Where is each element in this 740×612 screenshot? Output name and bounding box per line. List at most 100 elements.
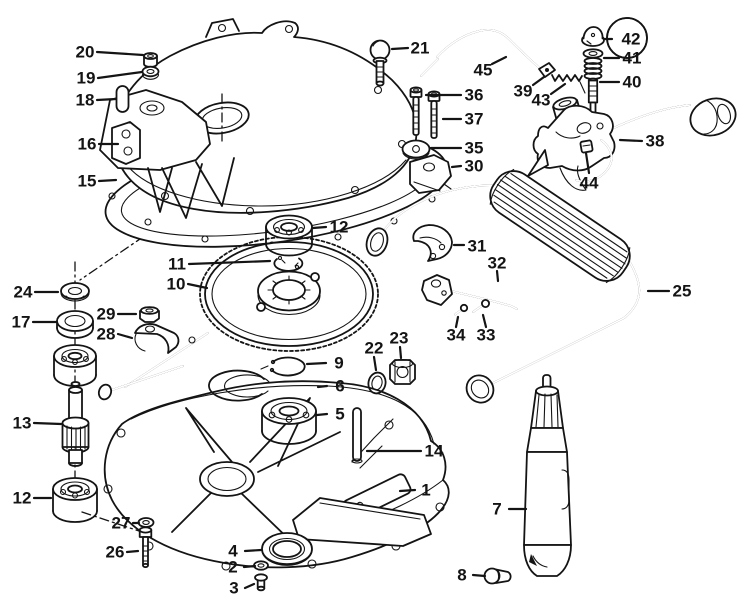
part-13-pinion-shaft (61, 381, 90, 467)
callout-7[interactable]: 7 (492, 500, 501, 519)
part-12-bearing-lower (52, 477, 98, 523)
leader-line-6 (316, 384, 329, 389)
leader-line-45 (490, 55, 508, 66)
callout-3[interactable]: 3 (229, 579, 238, 598)
part-29-nut (139, 306, 160, 323)
callout-10[interactable]: 10 (167, 275, 186, 294)
callout-5[interactable]: 5 (335, 405, 344, 424)
callout-4[interactable]: 4 (228, 542, 238, 561)
callout-13[interactable]: 13 (13, 414, 32, 433)
part-25-handle (365, 168, 640, 404)
part-23-plug (389, 358, 416, 385)
callout-28[interactable]: 28 (97, 325, 116, 344)
callout-23[interactable]: 23 (390, 329, 409, 348)
leader-line-23 (398, 345, 403, 360)
part-21-bolt (369, 39, 391, 87)
part-4-seal (261, 532, 313, 566)
callout-14[interactable]: 14 (425, 442, 444, 461)
leader-line-21 (390, 46, 410, 51)
callout-18[interactable]: 18 (76, 91, 95, 110)
leader-line-19 (96, 70, 144, 80)
callout-33[interactable]: 33 (477, 326, 496, 345)
callout-11[interactable]: 11 (168, 255, 186, 274)
part-37-bolt (427, 90, 441, 139)
part-mount-bars (97, 332, 209, 401)
leader-line-4 (243, 548, 263, 553)
part-7-driveshaft (523, 374, 572, 577)
leader-line-33 (481, 313, 488, 329)
leader-line-34 (454, 315, 460, 329)
part-38-tiller-arm (602, 97, 737, 137)
leader-line-28 (116, 332, 134, 340)
part-30-clamp (409, 154, 452, 194)
leader-line-2 (242, 564, 257, 569)
callout-25[interactable]: 25 (673, 282, 692, 301)
leader-line-10 (186, 282, 209, 290)
callout-44[interactable]: 44 (580, 174, 599, 193)
part-39-clevis (538, 62, 556, 78)
part-45-rod (420, 28, 543, 77)
leader-line-8 (471, 573, 487, 578)
leader-line-39 (531, 75, 546, 87)
leader-line-15 (97, 178, 118, 183)
callout-38[interactable]: 38 (646, 132, 665, 151)
callout-8[interactable]: 8 (457, 566, 466, 585)
part-28-saddle (134, 323, 180, 354)
callout-22[interactable]: 22 (365, 339, 384, 358)
callout-9[interactable]: 9 (334, 354, 343, 373)
leader-line-43 (549, 82, 567, 96)
part-32-shift-lever (421, 274, 518, 310)
part-17-race (56, 310, 94, 339)
callout-27[interactable]: 27 (112, 514, 131, 533)
callout-30[interactable]: 30 (465, 157, 484, 176)
part-10-gear (199, 236, 379, 352)
leader-line-9 (305, 361, 328, 366)
highlight-ring[interactable] (606, 17, 648, 59)
callout-39[interactable]: 39 (514, 82, 533, 101)
callout-19[interactable]: 19 (77, 69, 96, 88)
part-5-bearing (261, 397, 317, 445)
callout-29[interactable]: 29 (97, 305, 116, 324)
callout-17[interactable]: 17 (12, 313, 31, 332)
callout-37[interactable]: 37 (465, 110, 484, 129)
leader-line-22 (372, 355, 378, 372)
callout-40[interactable]: 40 (623, 73, 642, 92)
part-36-bolt (409, 86, 423, 136)
part-22-oring (367, 371, 387, 395)
callout-1[interactable]: 1 (421, 481, 430, 500)
part-3-bolt (254, 573, 268, 592)
leader-line-1 (398, 488, 417, 493)
callout-32[interactable]: 32 (488, 254, 507, 273)
callout-6[interactable]: 6 (335, 377, 344, 396)
callout-31[interactable]: 31 (468, 237, 487, 256)
part-12-bearing-upper (265, 214, 313, 257)
callout-45[interactable]: 45 (474, 61, 493, 80)
callout-34[interactable]: 34 (447, 326, 466, 345)
callout-15[interactable]: 15 (78, 172, 97, 191)
callout-43[interactable]: 43 (532, 91, 551, 110)
callout-16[interactable]: 16 (78, 135, 97, 154)
leader-line-5 (315, 412, 329, 417)
callout-12[interactable]: 12 (13, 489, 32, 508)
callout-21[interactable]: 21 (411, 39, 430, 58)
handle-grip (489, 168, 631, 284)
leader-line-3 (243, 582, 256, 590)
part-31-clamp (412, 224, 453, 262)
callout-2[interactable]: 2 (228, 558, 237, 577)
diagram-artwork (52, 18, 737, 592)
part-8-plug (483, 567, 512, 585)
callout-35[interactable]: 35 (465, 139, 484, 158)
part-24-washer (60, 282, 90, 302)
part-18-pin (115, 85, 130, 113)
callout-20[interactable]: 20 (76, 43, 95, 62)
part-42-cap (581, 26, 605, 47)
callout-36[interactable]: 36 (465, 86, 484, 105)
callout-12[interactable]: 12 (330, 218, 349, 237)
leader-line-13 (32, 421, 63, 426)
callout-24[interactable]: 24 (14, 283, 33, 302)
callout-26[interactable]: 26 (106, 543, 125, 562)
part-9-snap-ring (260, 356, 306, 377)
callout-42[interactable]: 42 (622, 30, 641, 49)
